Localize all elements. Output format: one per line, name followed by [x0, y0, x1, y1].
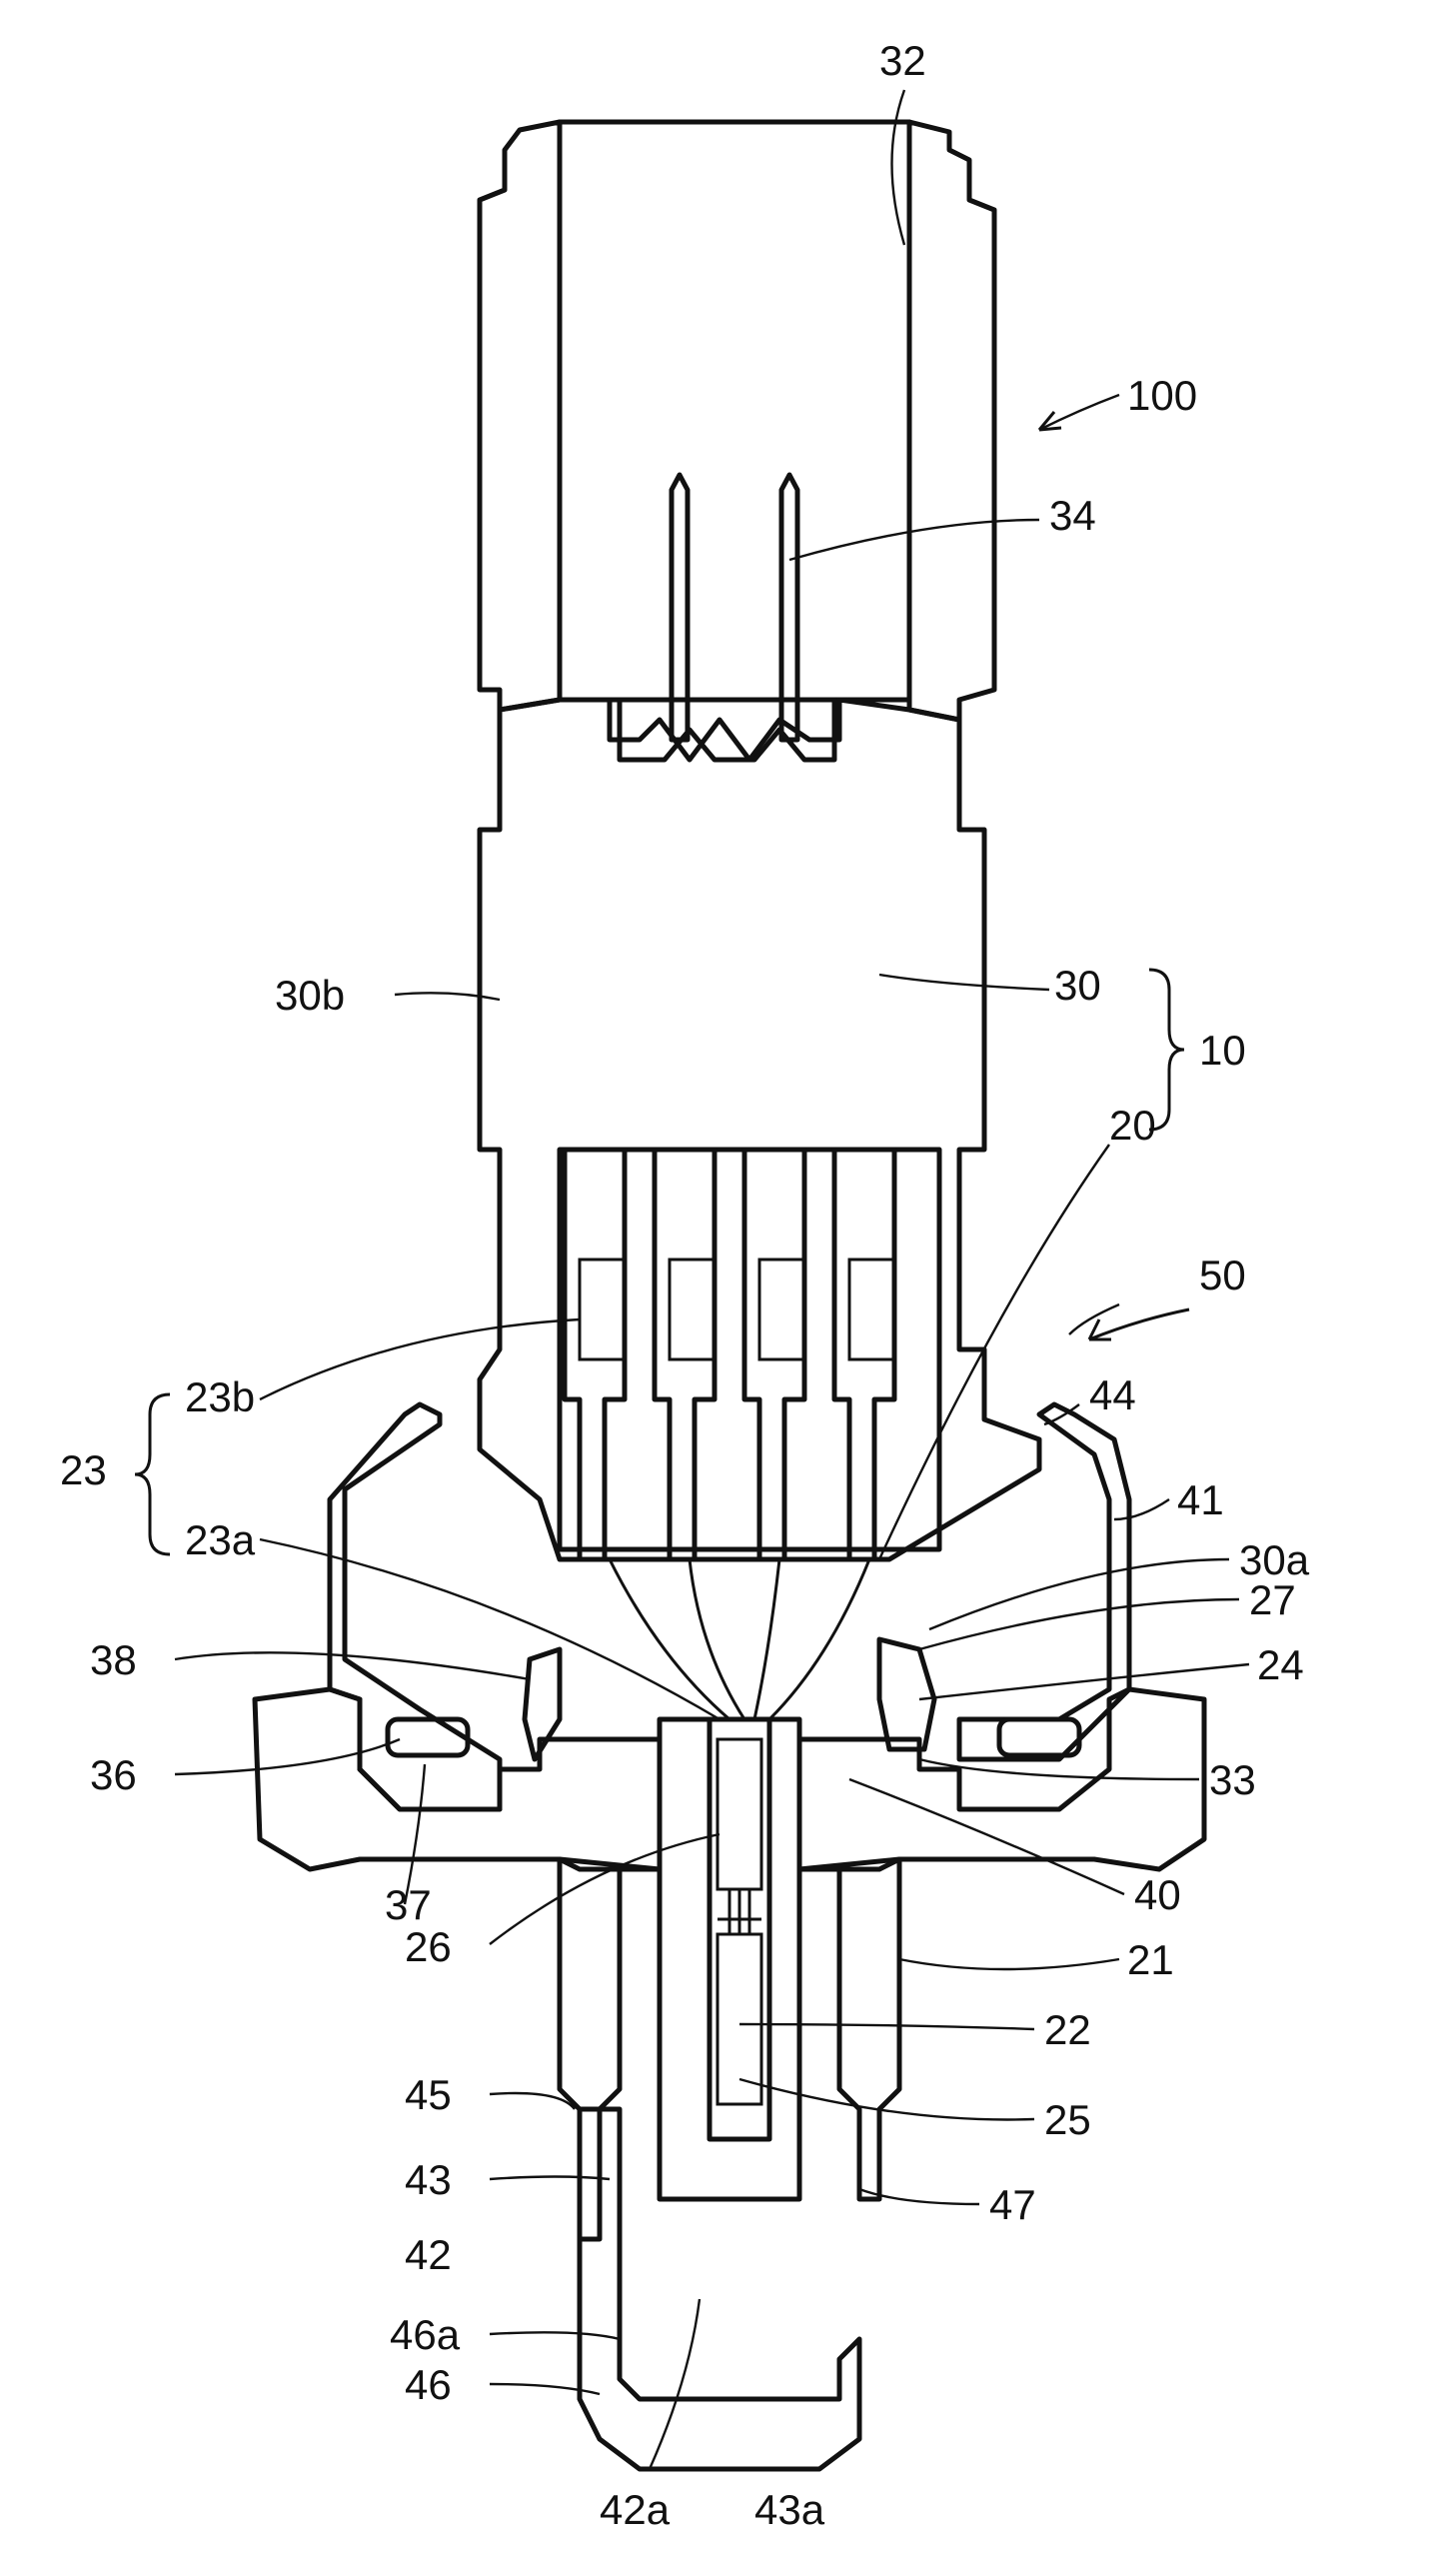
- metal-housing: [255, 1404, 1204, 2469]
- label-10: 10: [1199, 1027, 1246, 1074]
- label-22: 22: [1044, 2006, 1091, 2053]
- label-34: 34: [1049, 492, 1096, 539]
- arrow-50: [1089, 1309, 1189, 1339]
- label-40: 40: [1134, 1871, 1181, 1918]
- label-42: 42: [405, 2231, 452, 2278]
- label-20: 20: [1109, 1102, 1156, 1149]
- o-ring-left: [388, 1719, 468, 1755]
- label-36: 36: [90, 1751, 137, 1798]
- label-44: 44: [1089, 1371, 1136, 1418]
- label-46: 46: [405, 2361, 452, 2408]
- label-38: 38: [90, 1636, 137, 1683]
- label-41: 41: [1177, 1476, 1224, 1523]
- label-43: 43: [405, 2156, 452, 2203]
- label-43a: 43a: [754, 2486, 825, 2533]
- label-21: 21: [1127, 1936, 1174, 1983]
- label-46a: 46a: [390, 2311, 461, 2358]
- terminal-block: [560, 1150, 939, 1719]
- label-30: 30: [1054, 962, 1101, 1009]
- label-100: 100: [1127, 372, 1197, 419]
- label-23a: 23a: [185, 1516, 256, 1563]
- label-27: 27: [1249, 1576, 1296, 1623]
- label-42a: 42a: [600, 2486, 671, 2533]
- label-23: 23: [60, 1446, 107, 1493]
- sensor-stem: [660, 1719, 799, 2199]
- terminal-slots: [565, 1150, 894, 1559]
- label-25: 25: [1044, 2096, 1091, 2143]
- reference-labels: 32 100 34 30b 30 10 20 50 23b 44 23 41 2…: [60, 37, 1310, 2533]
- label-24: 24: [1257, 1641, 1304, 1688]
- label-33: 33: [1209, 1756, 1256, 1803]
- label-30b: 30b: [275, 972, 345, 1019]
- label-47: 47: [989, 2181, 1036, 2228]
- brace-23: [135, 1394, 170, 1554]
- label-45: 45: [405, 2071, 452, 2118]
- label-32: 32: [879, 37, 926, 84]
- label-50: 50: [1199, 1252, 1246, 1298]
- potting-material-right: [879, 1639, 934, 1749]
- label-23b: 23b: [185, 1373, 255, 1420]
- label-37: 37: [385, 1881, 432, 1928]
- label-26: 26: [405, 1923, 452, 1970]
